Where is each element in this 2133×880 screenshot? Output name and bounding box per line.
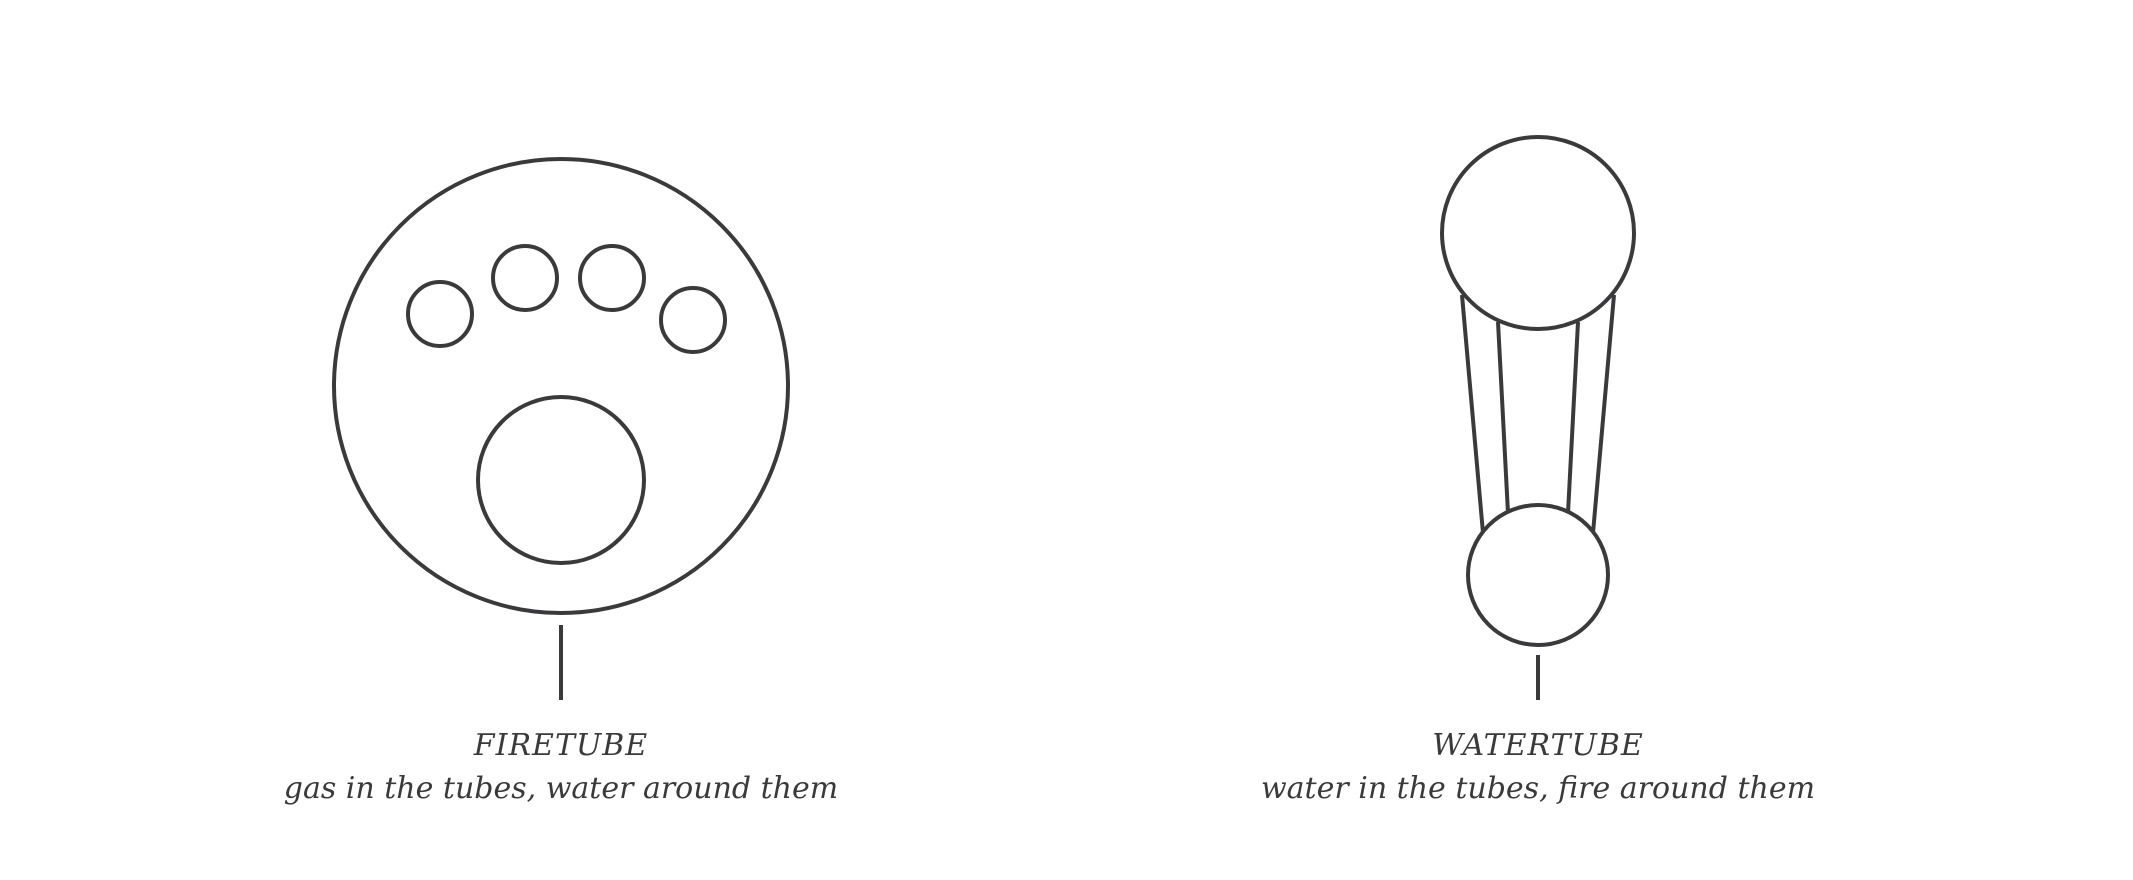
firetube-tube-4 — [659, 286, 727, 354]
firetube-furnace — [476, 395, 646, 565]
watertube-mud-drum — [1466, 503, 1610, 647]
firetube-shell — [332, 157, 790, 615]
firetube-diagram — [332, 157, 790, 700]
watertube-tube-inner-right — [1566, 321, 1580, 514]
watertube-subtitle: water in the tubes, fire around them — [1260, 771, 1816, 806]
firetube-tube-1 — [406, 280, 474, 348]
watertube-steam-drum — [1440, 135, 1636, 331]
watertube-diagram — [1440, 135, 1636, 700]
firetube-caption: FIRETUBE gas in the tubes, water around … — [261, 728, 861, 806]
watertube-tube-inner-left — [1496, 321, 1510, 514]
firetube-subtitle: gas in the tubes, water around them — [283, 771, 839, 806]
watertube-tube-outer-right — [1591, 294, 1616, 534]
watertube-caption: WATERTUBE water in the tubes, fire aroun… — [1238, 728, 1838, 806]
firetube-title: FIRETUBE — [473, 728, 649, 763]
firetube-tube-2 — [491, 244, 559, 312]
firetube-tube-3 — [578, 244, 646, 312]
watertube-title: WATERTUBE — [1432, 728, 1644, 763]
watertube-tube-outer-left — [1460, 294, 1485, 534]
